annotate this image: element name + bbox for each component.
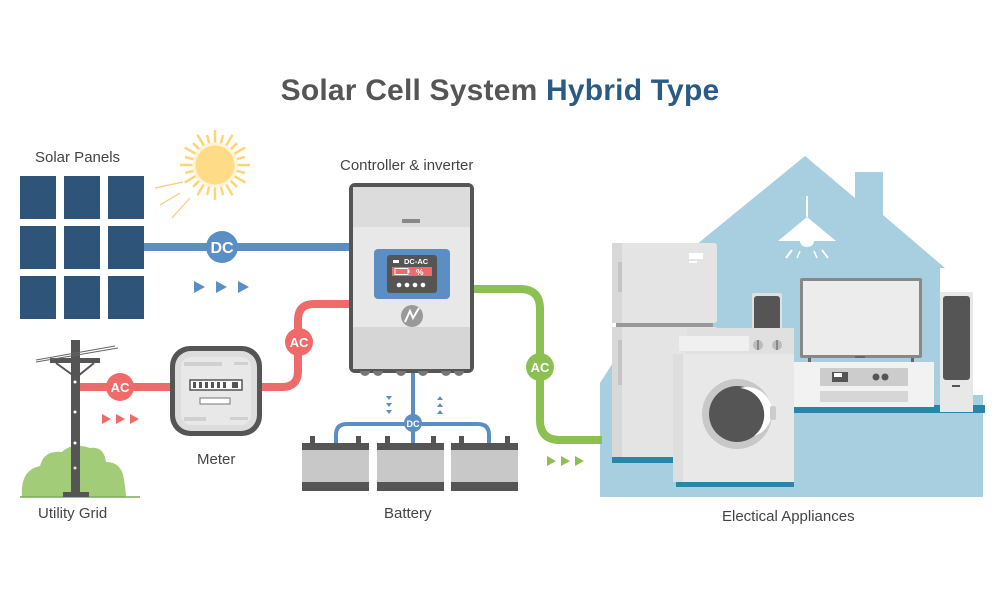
battery-body xyxy=(451,450,518,482)
dc-badge-battery: DC xyxy=(404,414,422,432)
battery-top xyxy=(377,443,444,450)
battery-terminal xyxy=(431,436,436,443)
battery-top xyxy=(451,443,518,450)
battery-body xyxy=(377,450,444,482)
sun-icon xyxy=(154,130,250,219)
battery-terminal xyxy=(505,436,510,443)
ac-badge-grid: AC xyxy=(106,373,134,401)
washing-machine xyxy=(673,328,794,487)
sun-ray xyxy=(184,155,195,161)
sun-ray xyxy=(205,185,211,196)
battery-terminal xyxy=(385,436,390,443)
flow-arrows-ac-grid xyxy=(102,414,139,424)
sun-ray xyxy=(184,169,195,175)
sun-disc xyxy=(192,142,238,188)
display-percent: % xyxy=(416,267,424,277)
svg-text:AC: AC xyxy=(111,380,130,395)
label-utility-grid: Utility Grid xyxy=(38,505,108,522)
sun-ray xyxy=(192,179,201,188)
sun-ray xyxy=(235,169,246,175)
ac-badge-output: AC xyxy=(526,353,554,381)
sun-ray xyxy=(229,142,238,151)
utility-pole xyxy=(20,340,140,498)
label-meter: Meter xyxy=(197,451,236,468)
label-battery: Battery xyxy=(384,505,432,522)
svg-text:AC: AC xyxy=(290,335,309,350)
sun-beam xyxy=(154,181,184,189)
label-appliances: Electical Appliances xyxy=(722,508,855,525)
battery-body xyxy=(302,450,369,482)
svg-text:AC: AC xyxy=(531,360,550,375)
battery-top xyxy=(302,443,369,450)
controller-inverter: DC-AC % xyxy=(349,183,474,376)
ceiling-lamp-icon xyxy=(778,196,836,259)
svg-text:DC: DC xyxy=(210,240,234,257)
electric-meter xyxy=(170,346,262,436)
title-main: Solar Cell System xyxy=(280,74,547,107)
sun-ray xyxy=(184,146,197,156)
battery-terminal xyxy=(459,436,464,443)
battery-terminal xyxy=(310,436,315,443)
sun-beam xyxy=(159,192,181,206)
title-accent: Hybrid Type xyxy=(546,74,720,107)
label-controller: Controller & inverter xyxy=(340,157,474,174)
battery-base xyxy=(451,482,518,491)
sun-ray xyxy=(229,179,238,188)
solar-panels xyxy=(20,176,144,319)
sun-ray xyxy=(196,134,206,147)
diagram-title: Solar Cell System Hybrid Type xyxy=(0,74,1000,108)
sun-ray xyxy=(224,134,234,147)
sun-ray xyxy=(184,174,197,184)
flow-arrows-dc-battery xyxy=(386,396,443,414)
svg-text:DC: DC xyxy=(407,419,420,429)
dc-badge-solar: DC xyxy=(206,231,238,263)
flow-arrows-ac-out xyxy=(547,456,584,466)
sun-beam xyxy=(171,197,191,219)
label-solar-panels: Solar Panels xyxy=(35,149,121,166)
battery-base xyxy=(377,482,444,491)
sun-ray xyxy=(219,185,225,196)
sun-ray xyxy=(233,146,246,156)
display-mode: DC-AC xyxy=(404,257,429,266)
sun-ray xyxy=(192,142,201,151)
sun-ray xyxy=(205,134,211,145)
sun-ray xyxy=(196,183,206,196)
dc-line-battery xyxy=(334,373,491,443)
sun-ray xyxy=(224,183,234,196)
batteries xyxy=(302,436,518,491)
appliances xyxy=(612,243,973,487)
television xyxy=(794,278,934,407)
flow-arrows-dc xyxy=(194,281,249,293)
sun-ray xyxy=(219,134,225,145)
battery-base xyxy=(302,482,369,491)
ac-badge-meter: AC xyxy=(285,328,313,356)
sun-ray xyxy=(233,174,246,184)
sun-ray xyxy=(235,155,246,161)
battery-terminal xyxy=(356,436,361,443)
